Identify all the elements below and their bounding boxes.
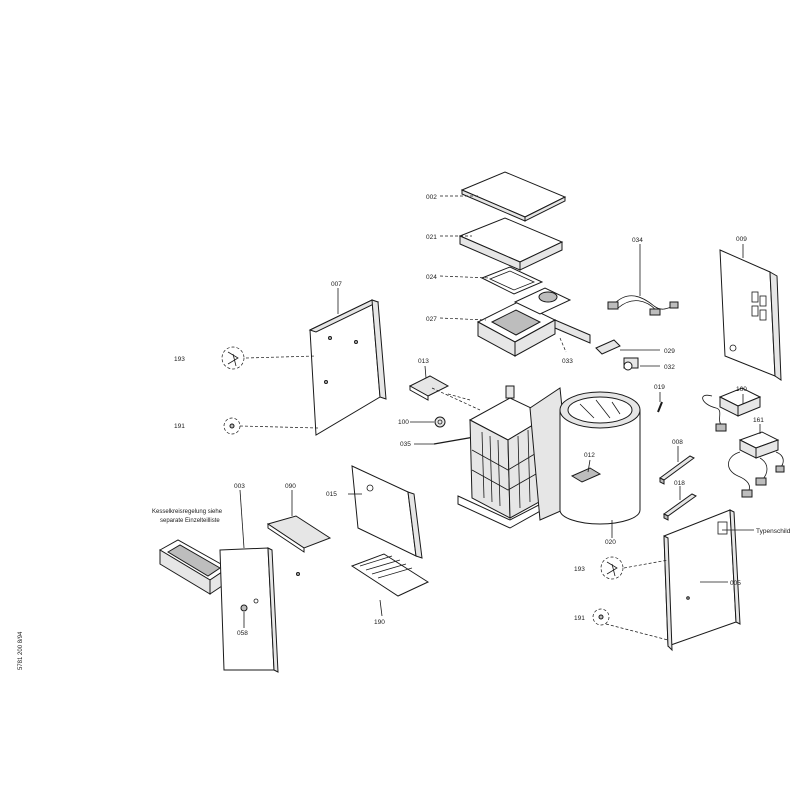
label-019: 019 xyxy=(654,384,665,391)
part-009-rear-panel xyxy=(719,249,782,381)
part-002-top-cover xyxy=(460,171,567,222)
label-160: 160 xyxy=(736,386,747,393)
label-161: 161 xyxy=(753,417,764,424)
part-013-mounting-bracket xyxy=(408,375,450,401)
part-190-cover-strip xyxy=(350,553,430,597)
part-191-screw-left xyxy=(223,417,241,435)
part-024-gasket xyxy=(480,266,544,295)
label-034: 034 xyxy=(632,237,643,244)
part-003-front-panel-left xyxy=(219,547,300,673)
label-193-right: 193 xyxy=(574,566,585,573)
part-number-labels: 002 021 024 027 033 034 029 032 009 160 … xyxy=(18,194,791,670)
label-002: 002 xyxy=(426,194,437,201)
label-033: 033 xyxy=(562,358,573,365)
part-019-pin xyxy=(657,401,663,413)
label-015: 015 xyxy=(326,491,337,498)
label-191-left: 191 xyxy=(174,423,185,430)
label-032: 032 xyxy=(664,364,675,371)
label-003: 003 xyxy=(234,483,245,490)
label-018: 018 xyxy=(674,480,685,487)
label-013: 013 xyxy=(418,358,429,365)
part-029-bracket xyxy=(595,339,621,355)
label-008: 008 xyxy=(672,439,683,446)
label-029: 029 xyxy=(664,348,675,355)
part-021-insulation-panel xyxy=(458,217,564,271)
label-027: 027 xyxy=(426,316,437,323)
note-line-1: Kesselkreisregelung siehe xyxy=(152,509,223,515)
part-005-front-panel-right xyxy=(663,509,741,652)
side-document-code: 5781 200 8/94 xyxy=(18,631,24,670)
label-090: 090 xyxy=(285,483,296,490)
label-007: 007 xyxy=(331,281,342,288)
part-160-control-box xyxy=(702,387,762,432)
part-193-fastener-clip-right xyxy=(600,556,624,580)
part-090-tray xyxy=(266,515,332,553)
label-020: 020 xyxy=(605,539,616,546)
note-line-2: separate Einzelteilliste xyxy=(160,518,220,524)
label-024: 024 xyxy=(426,274,437,281)
part-008-rail xyxy=(659,455,695,485)
part-161-junction-module xyxy=(728,431,785,498)
part-015-service-panel xyxy=(351,465,423,559)
label-009: 009 xyxy=(736,236,747,243)
part-012-clamp-bracket xyxy=(570,467,602,483)
label-100: 100 xyxy=(398,419,409,426)
part-032-ignition-unit xyxy=(623,357,639,371)
label-190: 190 xyxy=(374,619,385,626)
label-193-left: 193 xyxy=(174,356,185,363)
part-020-cylinder-casing xyxy=(529,387,641,525)
label-012: 012 xyxy=(584,452,595,459)
label-191-right: 191 xyxy=(574,615,585,622)
label-typenschild: Typenschild xyxy=(756,528,791,535)
label-021: 021 xyxy=(426,234,437,241)
label-058: 058 xyxy=(237,630,248,637)
part-193-fastener-clip-left xyxy=(221,346,245,370)
part-007-left-side-panel xyxy=(308,299,387,436)
label-005: 005 xyxy=(730,580,741,587)
controller-unit xyxy=(159,539,229,595)
part-191-screw-right xyxy=(592,608,610,626)
part-027-burner-housing xyxy=(476,287,591,357)
part-100-sight-disc xyxy=(434,416,446,428)
part-034-cable-harness xyxy=(607,295,679,316)
leader-lines xyxy=(239,195,761,641)
part-018-rail xyxy=(663,493,697,521)
label-035: 035 xyxy=(400,441,411,448)
